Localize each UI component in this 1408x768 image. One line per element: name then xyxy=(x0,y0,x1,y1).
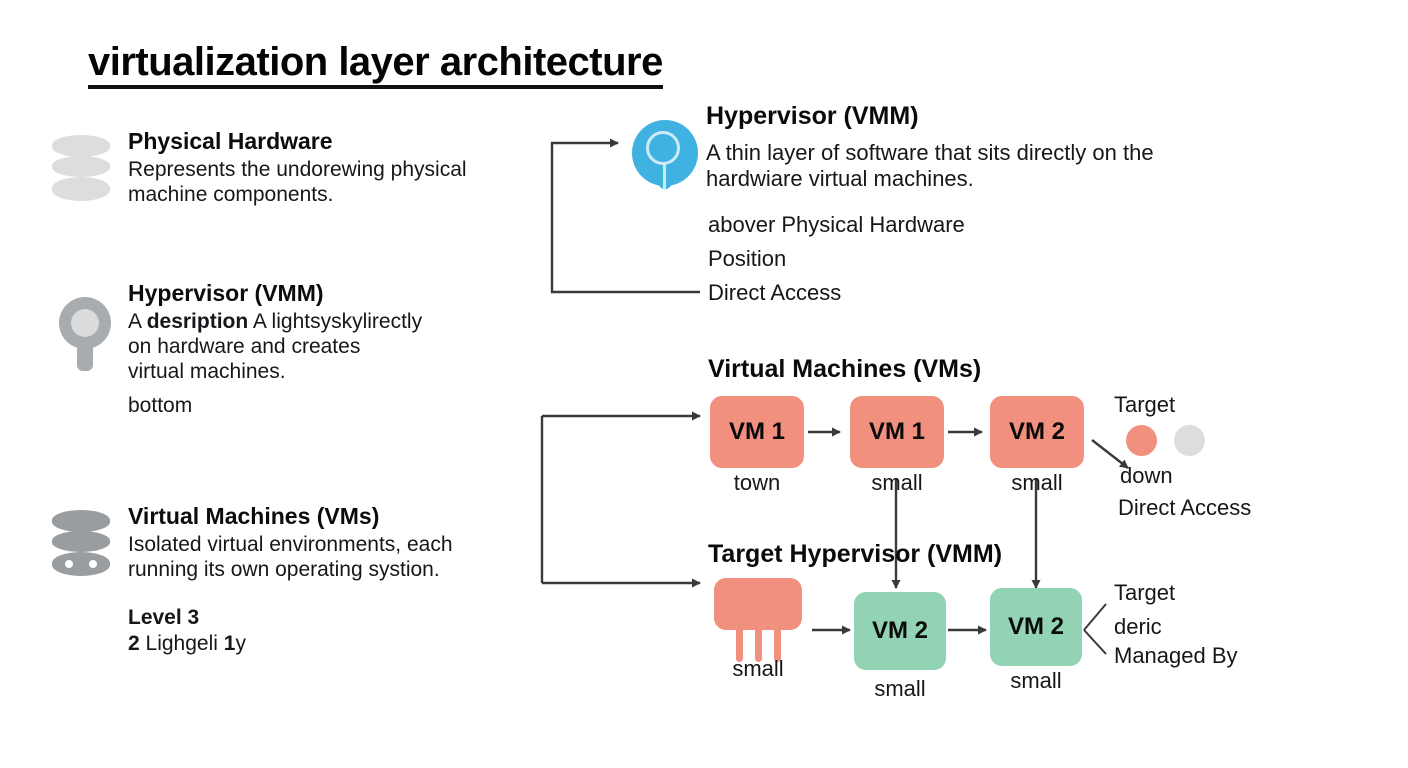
target-vm-node[interactable]: VM 2 xyxy=(990,588,1082,666)
hypervisor-desc-line2: hardwiare virtual machines. xyxy=(706,166,974,192)
sidebar-item-desc-line2: running its own operating systion. xyxy=(128,558,440,582)
sidebar-item-physical-hardware: Physical Hardware Represents the undorew… xyxy=(128,128,467,208)
hypervisor-desc-line1: A thin layer of software that sits direc… xyxy=(706,140,1154,165)
comb-block-icon[interactable] xyxy=(714,578,802,664)
sidebar-item-title: Virtual Machines (VMs) xyxy=(128,503,380,529)
connector-branch-lower xyxy=(1083,629,1107,655)
extra-num-1: 2 xyxy=(128,632,140,656)
sidebar-item-desc-line1: Represents the undorewing physical xyxy=(128,158,467,182)
extra-mid: Lighgeli xyxy=(139,632,224,656)
blue-location-pin-icon xyxy=(632,120,698,200)
vm-node[interactable]: VM 2 xyxy=(990,396,1084,468)
connector-branch-upper xyxy=(1083,603,1107,631)
sidebar-item-virtual-machines: Virtual Machines (VMs) Isolated virtual … xyxy=(128,503,453,657)
sidebar-item-extra: bottom xyxy=(128,393,193,417)
hypervisor-meta-position-label: abover Physical Hardware xyxy=(708,212,965,237)
database-cylinder-icon xyxy=(52,135,110,201)
page-title: virtualization layer architecture xyxy=(88,42,663,89)
status-dot-inactive xyxy=(1174,425,1205,456)
desc-bold: desription xyxy=(146,310,249,334)
vm-node[interactable]: VM 1 xyxy=(850,396,944,468)
extra-num-2: 1 xyxy=(223,632,236,656)
vm-target-label: Target xyxy=(1114,392,1176,417)
target-vm-node[interactable]: VM 2 xyxy=(854,592,946,670)
comb-block-caption: small xyxy=(732,656,784,681)
hypervisor-meta-direct-access: Direct Access xyxy=(708,280,842,305)
extra-tail: y xyxy=(235,632,246,656)
target-branch-label-managed-by: Managed By xyxy=(1114,643,1238,668)
sidebar-item-desc-line2: machine components. xyxy=(128,183,334,207)
sidebar-extra-line: 2 Lighgeli 1y xyxy=(128,631,453,657)
sidebar-item-title: Physical Hardware xyxy=(128,128,333,154)
vm-node[interactable]: VM 1 xyxy=(710,396,804,468)
magnifier-pin-icon xyxy=(55,297,115,371)
target-branch-label-deric: deric xyxy=(1114,614,1162,639)
sidebar-item-desc-line1: Isolated virtual environments, each xyxy=(128,533,453,557)
desc-suffix: A lightsyskylirectly xyxy=(248,310,423,334)
sidebar-item-title: Hypervisor (VMM) xyxy=(128,280,324,306)
sidebar-extra-title: Level 3 xyxy=(128,605,200,629)
vm-node-caption: small xyxy=(1011,470,1063,495)
server-stack-icon xyxy=(52,510,110,576)
target-branch-label-target: Target xyxy=(1114,580,1176,605)
vm-status-direct-access: Direct Access xyxy=(1118,495,1252,520)
hypervisor-panel-desc: A thin layer of software that sits direc… xyxy=(706,140,1154,193)
status-dot-active xyxy=(1126,425,1157,456)
vm-node-caption: small xyxy=(871,470,923,495)
sidebar-item-desc-line1: A desription A lightsyskylirectly xyxy=(128,310,422,335)
target-panel-title: Target Hypervisor (VMM) xyxy=(708,540,1003,568)
target-vm-node-caption: small xyxy=(874,676,926,701)
desc-prefix: A xyxy=(128,310,147,334)
sidebar-item-desc-line2: on hardware and creates xyxy=(128,335,361,359)
hypervisor-meta-position: Position xyxy=(708,246,787,271)
sidebar-item-hypervisor: Hypervisor (VMM) A desription A lightsys… xyxy=(128,280,422,419)
vm-status-down: down xyxy=(1120,463,1173,488)
hypervisor-panel-title: Hypervisor (VMM) xyxy=(706,102,919,130)
target-vm-node-caption: small xyxy=(1010,668,1062,693)
vm-panel-title: Virtual Machines (VMs) xyxy=(708,355,982,383)
sidebar-item-desc-line3: virtual machines. xyxy=(128,359,286,383)
vm-node-caption: town xyxy=(733,470,781,495)
